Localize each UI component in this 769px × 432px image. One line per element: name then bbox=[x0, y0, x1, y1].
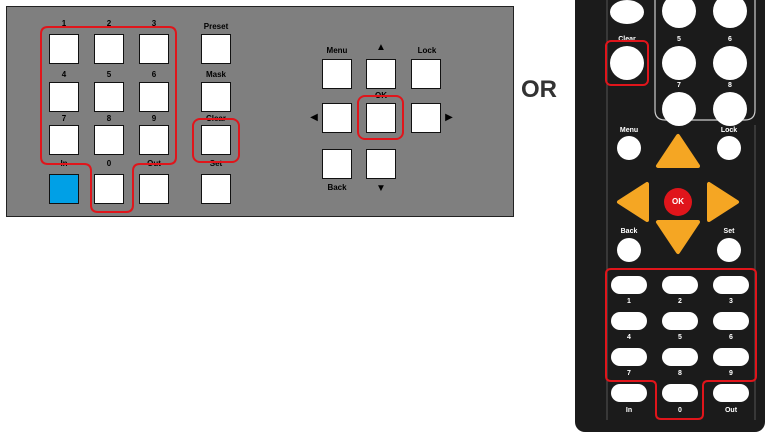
remote-key-6[interactable] bbox=[713, 312, 749, 330]
remote-key-7[interactable] bbox=[611, 348, 647, 366]
remote-key-in-label: In bbox=[604, 407, 654, 415]
remote-key-0-label: 0 bbox=[655, 407, 705, 415]
remote-key-out[interactable] bbox=[713, 384, 749, 402]
remote-key-7-label: 7 bbox=[604, 370, 654, 378]
remote-key-4-label: 4 bbox=[604, 334, 654, 342]
remote-key-2[interactable] bbox=[662, 276, 698, 294]
remote-key-3-label: 3 bbox=[706, 298, 756, 306]
clear-key-highlight bbox=[192, 118, 240, 163]
remote-key-8-label: 8 bbox=[655, 370, 705, 378]
remote-key-8[interactable] bbox=[662, 348, 698, 366]
remote-key-9[interactable] bbox=[713, 348, 749, 366]
remote-control: Clear 5 6 7 8 Menu Lock OK Back Set 1 2 … bbox=[575, 0, 765, 432]
remote-key-5[interactable] bbox=[662, 312, 698, 330]
remote-key-0[interactable] bbox=[662, 384, 698, 402]
remote-key-2-label: 2 bbox=[655, 298, 705, 306]
remote-key-9-label: 9 bbox=[706, 370, 756, 378]
or-separator: OR bbox=[510, 76, 568, 104]
remote-key-3[interactable] bbox=[713, 276, 749, 294]
remote-key-out-label: Out bbox=[706, 407, 756, 415]
remote-key-in[interactable] bbox=[611, 384, 647, 402]
remote-numpad-highlight bbox=[575, 0, 765, 432]
remote-key-5-label: 5 bbox=[655, 334, 705, 342]
remote-key-1[interactable] bbox=[611, 276, 647, 294]
remote-key-6-label: 6 bbox=[706, 334, 756, 342]
remote-key-1-label: 1 bbox=[604, 298, 654, 306]
keypad-highlight-outline bbox=[7, 7, 515, 218]
front-panel: 1 2 3 4 5 6 7 8 9 In 0 Out Preset Mask C… bbox=[6, 6, 514, 217]
ok-key-highlight bbox=[357, 95, 404, 140]
remote-key-4[interactable] bbox=[611, 312, 647, 330]
